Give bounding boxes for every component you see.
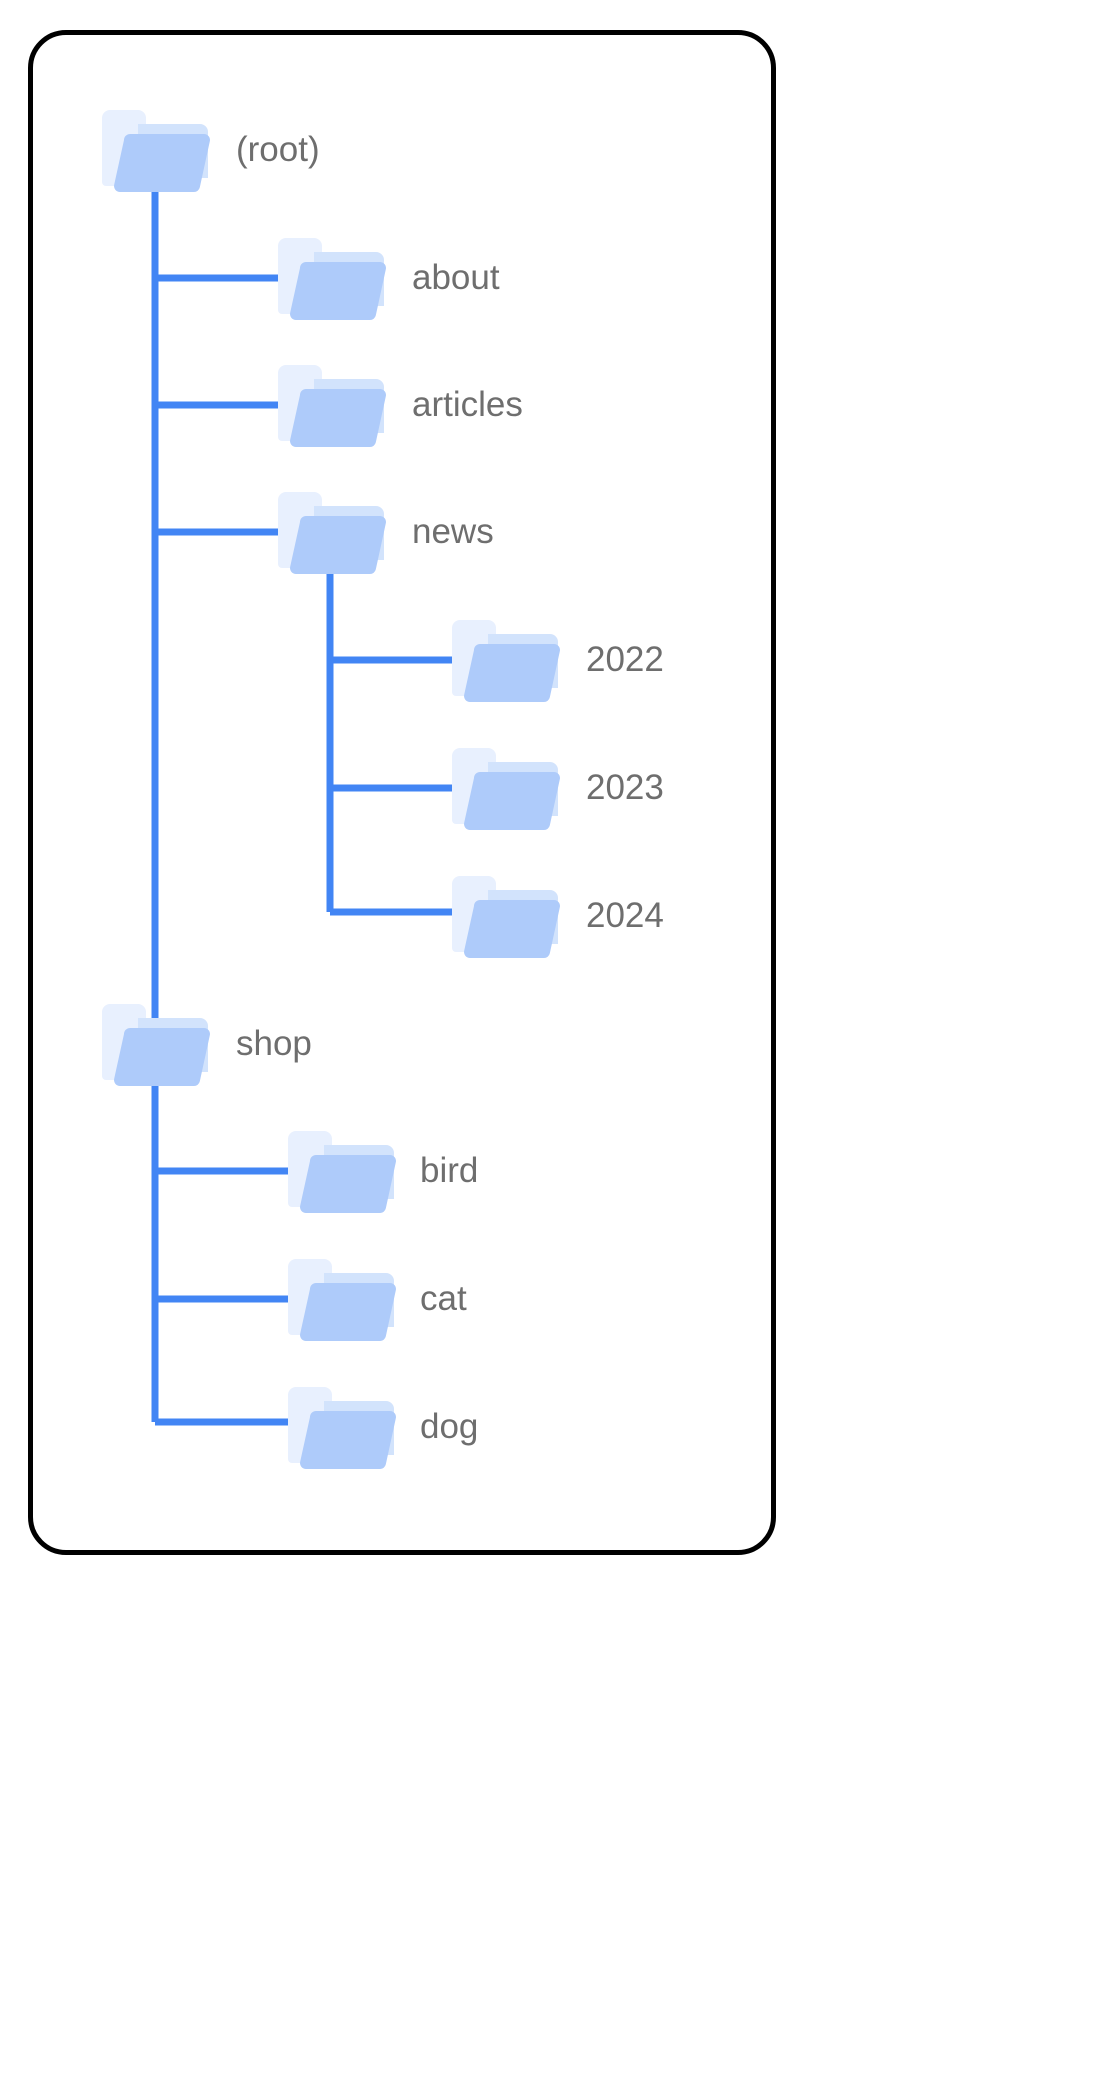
folder-icon-bird: [288, 1131, 396, 1213]
node-label-news-2023: 2023: [586, 768, 664, 807]
folder-icon-news-2022: [452, 620, 560, 702]
node-label-about: about: [412, 258, 500, 297]
node-label-news-2022: 2022: [586, 640, 664, 679]
folder-icon-cat: [288, 1259, 396, 1341]
node-label-shop: shop: [236, 1024, 312, 1063]
folder-icon-shop: [102, 1004, 210, 1086]
folder-icon-dog: [288, 1387, 396, 1469]
node-label-bird: bird: [420, 1151, 479, 1190]
node-label-news-2024: 2024: [586, 896, 664, 935]
node-label-articles: articles: [412, 385, 523, 424]
folder-icon-news-2024: [452, 876, 560, 958]
node-label-dog: dog: [420, 1407, 479, 1446]
node-label-cat: cat: [420, 1279, 467, 1318]
folder-icon-articles: [278, 365, 386, 447]
folder-icon-about: [278, 238, 386, 320]
node-label-root: (root): [236, 130, 320, 169]
folder-icon-root: [102, 110, 210, 192]
folder-icon-news-2023: [452, 748, 560, 830]
folder-icon-news: [278, 492, 386, 574]
node-label-news: news: [412, 512, 494, 551]
